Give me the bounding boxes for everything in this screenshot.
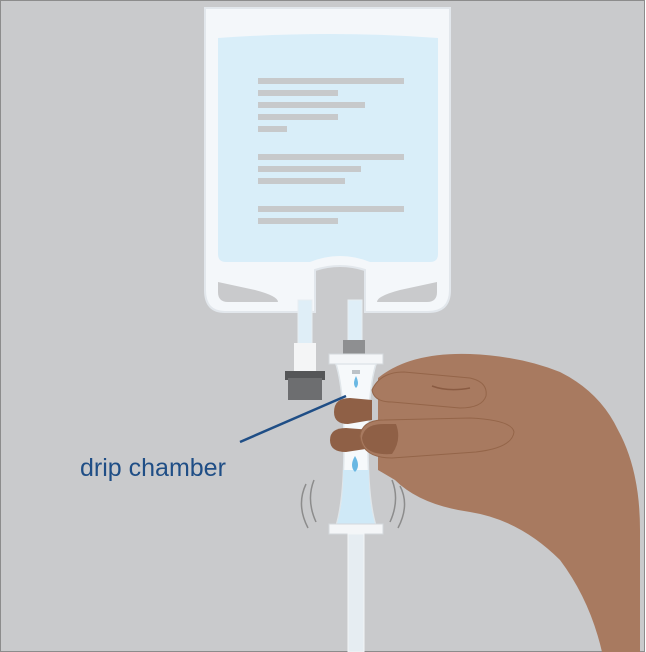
iv-tubing — [348, 534, 364, 652]
iv-fluid — [218, 34, 438, 262]
drip-chamber-label: drip chamber — [80, 454, 226, 482]
iv-bag — [205, 8, 450, 312]
injection-port-cap — [285, 371, 325, 400]
